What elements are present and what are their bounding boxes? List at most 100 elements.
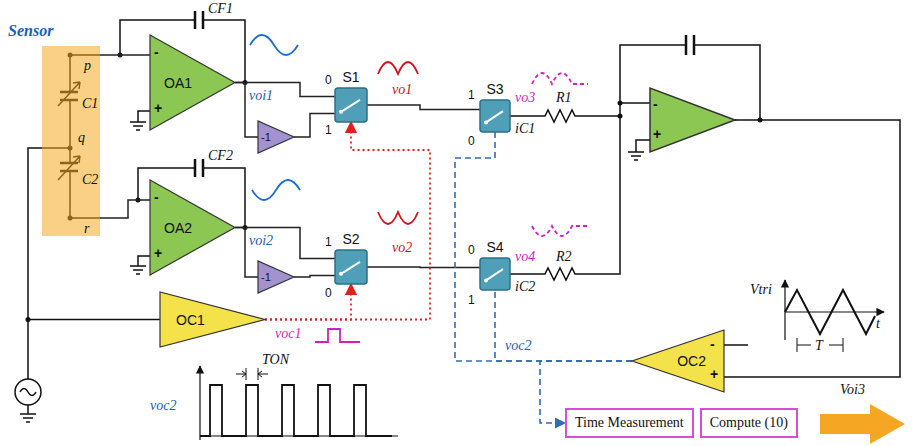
signal-wire [265, 284, 351, 320]
switch-pivot [339, 272, 343, 276]
switch-lever [341, 100, 360, 112]
switch-box: S4 [480, 258, 510, 290]
signal-label: p [84, 58, 91, 74]
polarity-sign: - [653, 96, 658, 112]
triangle-wave [785, 290, 875, 334]
signal-label: CF1 [208, 1, 233, 17]
signal-label: Voi3 [840, 382, 865, 398]
polarity-sign: - [154, 44, 159, 60]
sensor-band: Sensor [42, 46, 100, 236]
switch-box-shape [335, 250, 367, 284]
process-box: Compute (10) [700, 408, 798, 438]
switch-box-shape [480, 258, 510, 290]
integrator-feedback [620, 45, 760, 120]
signal-label: CF2 [208, 148, 233, 164]
signal-wire [265, 122, 430, 320]
switch-box-shape [335, 88, 367, 122]
polarity-sign: + [154, 100, 162, 116]
op-amp-shape [150, 180, 235, 275]
signal-wire [100, 200, 150, 218]
signal-wire [100, 54, 150, 56]
polarity-sign: - [710, 336, 715, 352]
signal-label: R2 [556, 249, 572, 265]
output-wire [724, 120, 900, 377]
node-heading: S4 [470, 239, 520, 255]
switch-box: S3 [480, 100, 510, 132]
switch-body [335, 88, 367, 122]
signal-label: voc2 [505, 338, 531, 354]
pin-number: 1 [325, 235, 332, 249]
switch-pivot [484, 120, 488, 124]
inverter: -1 [258, 121, 294, 153]
inverter: -1 [258, 261, 294, 293]
resistor-symbol [510, 103, 650, 280]
node-text: OC1 [176, 312, 205, 328]
node-text: OA1 [164, 75, 192, 91]
rectified-wave [378, 62, 418, 74]
signal-label: TON [262, 352, 289, 368]
signal-label: Vtri [750, 282, 772, 298]
ton-dimension [236, 368, 268, 380]
pin-number: 1 [468, 88, 475, 102]
signal-wire [294, 276, 335, 278]
integrator-ground [628, 140, 650, 160]
pin-number: 0 [325, 73, 332, 87]
ac-tilde [20, 389, 36, 396]
sine-wave [250, 35, 298, 55]
ground-wire [130, 111, 150, 274]
node-text: Compute (10) [710, 415, 788, 431]
comparator-shape [160, 292, 265, 347]
switch-lever [486, 111, 503, 122]
comparator: OC1 [160, 292, 265, 347]
node-heading: S3 [470, 81, 520, 97]
ac-source [15, 379, 41, 405]
signal-label: vo1 [392, 82, 412, 98]
signal-label: voi2 [249, 233, 273, 249]
signal-label: C2 [82, 172, 98, 188]
node-text: OA2 [164, 220, 192, 236]
signal-label: r [84, 221, 89, 237]
polarity-sign: - [154, 189, 159, 205]
integrator-opamp [650, 88, 735, 152]
node-text: OC2 [677, 353, 706, 369]
signal-label: vo2 [392, 240, 412, 256]
pin-number: 1 [325, 123, 332, 137]
signal-label: vo4 [515, 249, 535, 265]
signal-wire [294, 114, 335, 138]
node-heading: S2 [325, 231, 377, 247]
switch-box-shape [480, 100, 510, 132]
switch-body [480, 100, 510, 132]
junction-dot [618, 114, 623, 119]
pin-number: 0 [325, 286, 332, 300]
axis [785, 311, 884, 312]
source-wire [28, 320, 160, 415]
signal-label: voc1 [275, 326, 301, 342]
signal-label: t [876, 316, 880, 332]
comparator-outline [160, 292, 265, 347]
process-box: Time Measurement [565, 408, 694, 438]
signal-label: iC1 [515, 121, 535, 137]
signal-label: C1 [82, 96, 98, 112]
rectified-wave [532, 226, 588, 236]
switch-body [480, 258, 510, 290]
node-heading: Sensor [8, 22, 53, 40]
rectified-wave [532, 73, 588, 84]
pulse-train [200, 385, 392, 436]
op-amp-outline [150, 35, 235, 130]
node-text: -1 [261, 271, 271, 284]
switch-lever [341, 262, 360, 274]
signal-label: T [815, 338, 823, 354]
switch-pivot [484, 278, 488, 282]
signal-label: R1 [556, 90, 572, 106]
node-text: Time Measurement [575, 415, 684, 431]
polarity-sign: + [154, 245, 162, 261]
pin-number: 1 [468, 293, 475, 307]
signal-wire [235, 228, 335, 259]
junction-dot [618, 101, 623, 106]
comparator-outline [632, 330, 724, 392]
switch-box: S1 [335, 88, 367, 122]
